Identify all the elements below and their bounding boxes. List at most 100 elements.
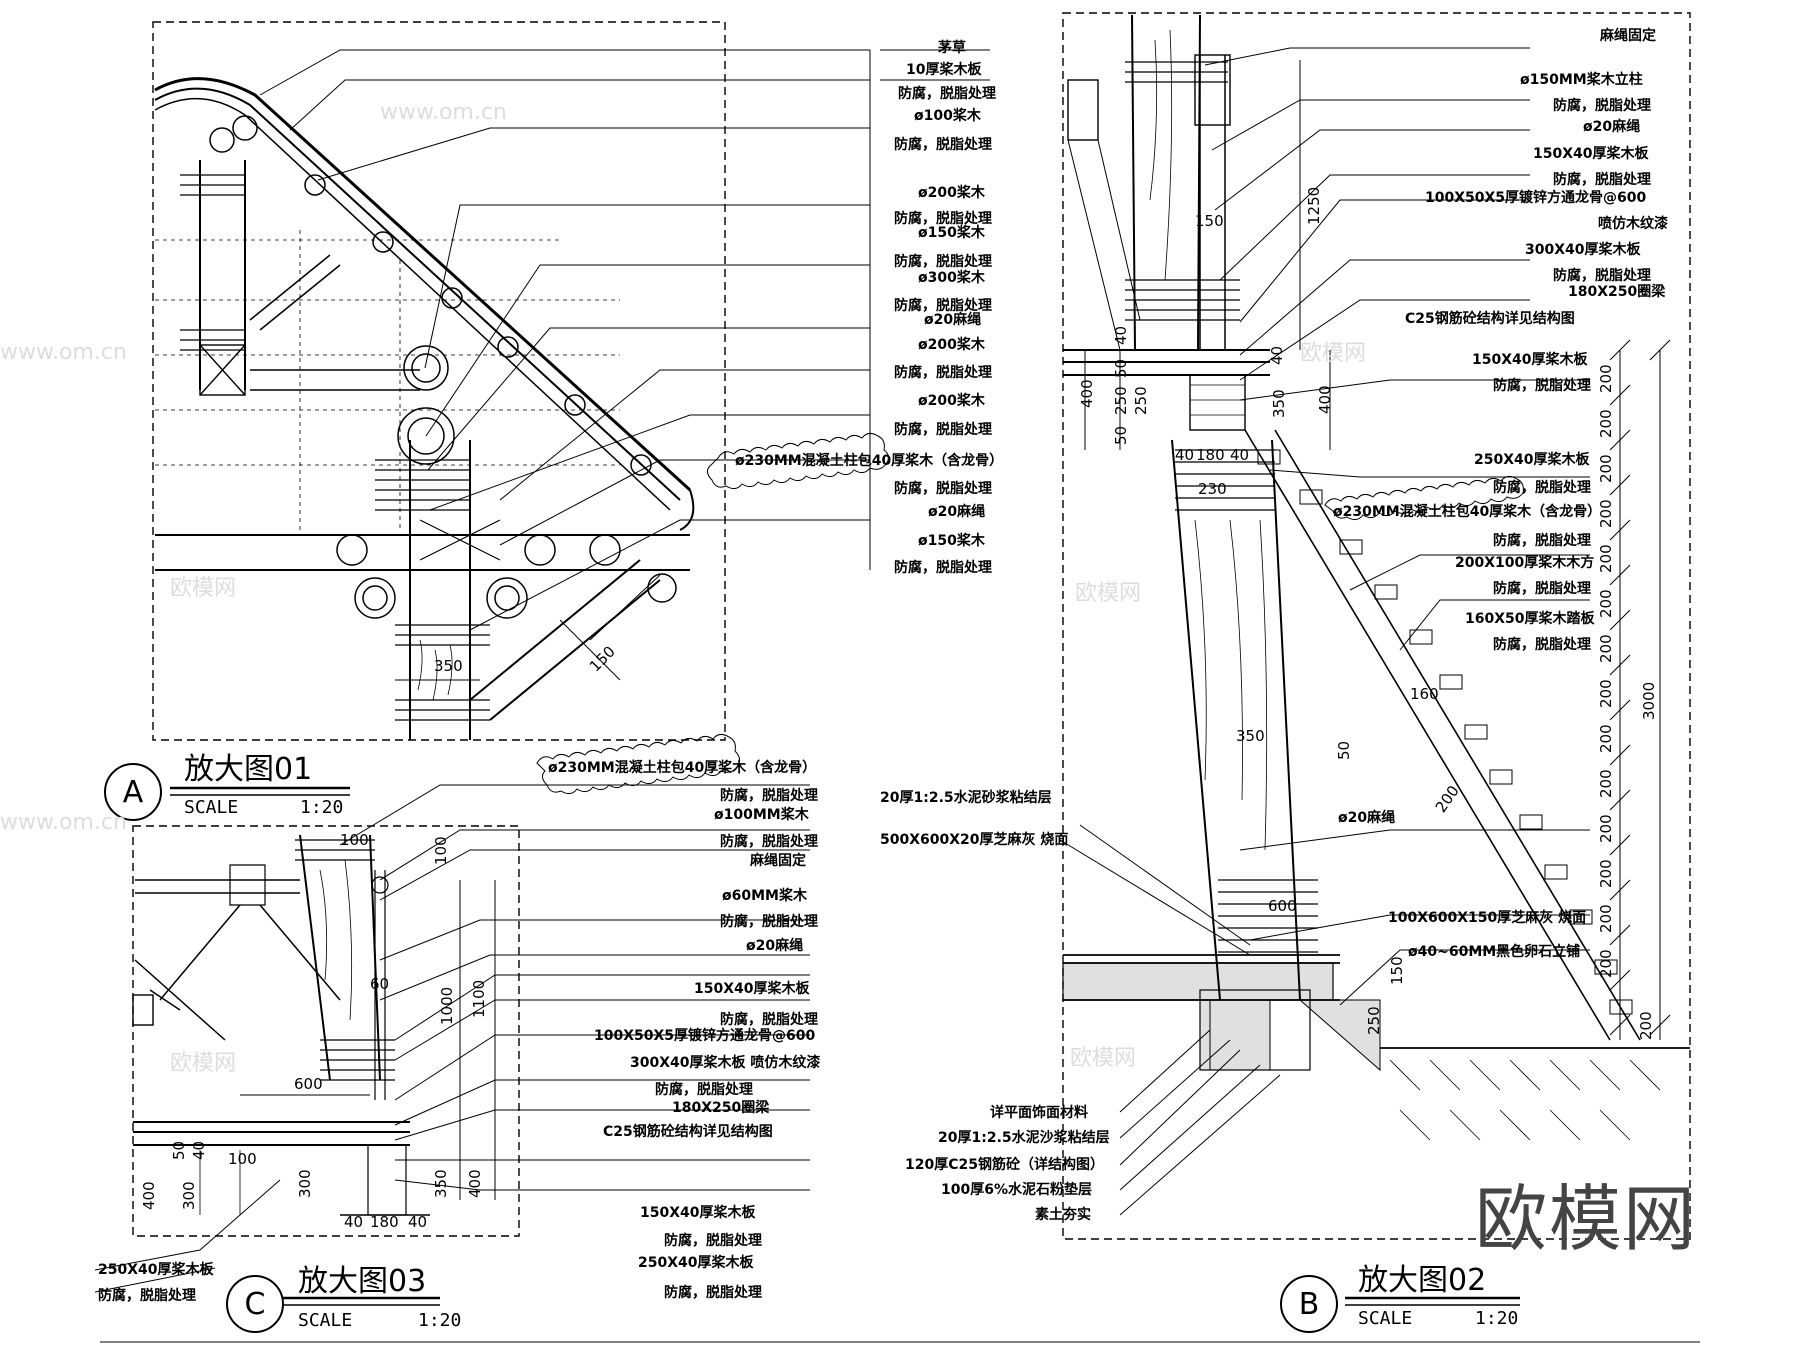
label-a-14: ø200桨木 xyxy=(918,393,985,409)
dim-c-100b: 100 xyxy=(432,836,450,865)
label-b-1: ø150MM桨木立柱 xyxy=(1520,72,1643,88)
label-b-bottom-2: 120厚C25钢筋砼（详结构图） xyxy=(905,1157,1104,1173)
detail-c-scale-label: SCALE xyxy=(298,1310,353,1331)
dim-c-300a: 300 xyxy=(180,1181,198,1210)
label-a-10: 防腐，脱脂处理 xyxy=(894,298,992,314)
dim-b-200-1: 200 xyxy=(1597,364,1615,393)
label-a-8: 防腐，脱脂处理 xyxy=(894,254,992,270)
label-b-13: 防腐，脱脂处理 xyxy=(1493,378,1591,394)
dim-b-200-12: 200 xyxy=(1597,859,1615,888)
detail-b-title: 放大图02 xyxy=(1358,1263,1487,1298)
label-c-16: 防腐，脱脂处理 xyxy=(664,1233,762,1249)
label-c-13: 180X250圈梁 xyxy=(672,1100,770,1116)
label-b-16: ø230MM混凝土柱包40厚桨木（含龙骨） xyxy=(1333,504,1602,520)
dim-b-50b: 50 xyxy=(1112,425,1130,445)
label-a-15: 防腐，脱脂处理 xyxy=(894,422,992,438)
label-a-18: ø20麻绳 xyxy=(928,504,986,520)
detail-b-drawing xyxy=(1059,14,1690,1216)
watermark-small-2: www.om.cn xyxy=(0,340,127,365)
label-b-mid-1: 100X600X150厚芝麻灰 烧面 xyxy=(1388,910,1587,926)
label-b-bottom-3: 100厚6%水泥石粉垫层 xyxy=(941,1182,1092,1198)
detail-a-scale-value: 1:20 xyxy=(300,797,344,818)
watermark-large: 欧模网 xyxy=(1475,1177,1698,1261)
dim-c-600: 600 xyxy=(294,1075,323,1093)
label-b-bottom-0: 详平面饰面材料 xyxy=(990,1105,1088,1121)
dim-b-200-15: 200 xyxy=(1637,1011,1655,1040)
dim-b-50c: 50 xyxy=(1335,740,1353,760)
label-b-8: 300X40厚桨木板 xyxy=(1525,242,1641,258)
watermark-4: 欧模网 xyxy=(170,1051,237,1076)
label-b-18: 200X100厚桨木木方 xyxy=(1455,555,1595,571)
detail-a-title: 放大图01 xyxy=(184,752,313,787)
watermark-small-3: www.om.cn xyxy=(0,810,127,835)
dim-b-250c: 250 xyxy=(1365,1006,1383,1035)
label-b-mid-0: ø20麻绳 xyxy=(1338,810,1396,826)
detail-b-frame xyxy=(1062,12,1691,1240)
label-a-17: 防腐，脱脂处理 xyxy=(894,481,992,497)
watermark-1: 欧模网 xyxy=(170,576,237,601)
label-b-7: 喷仿木纹漆 xyxy=(1598,216,1668,232)
label-b-0: 麻绳固定 xyxy=(1600,28,1656,44)
label-a-6: 防腐，脱脂处理 xyxy=(894,211,992,227)
dim-b-160: 160 xyxy=(1410,685,1439,703)
label-c-left-0: 250X40厚桨木板 xyxy=(98,1262,214,1278)
label-c-14: C25钢筋砼结构详见结构图 xyxy=(603,1124,773,1140)
detail-a-marker: A xyxy=(104,763,162,821)
label-b-2: 防腐，脱脂处理 xyxy=(1553,98,1651,114)
label-a-20: 防腐，脱脂处理 xyxy=(894,560,992,576)
detail-c-drawing xyxy=(94,733,810,1293)
watermark-small-1: www.om.cn xyxy=(380,100,507,125)
detail-c-frame xyxy=(132,825,520,1237)
label-b-11: C25钢筋砼结构详见结构图 xyxy=(1405,311,1575,327)
label-b-left-1: 500X600X20厚芝麻灰 烧面 xyxy=(880,832,1069,848)
label-b-14: 250X40厚桨木板 xyxy=(1474,452,1590,468)
label-a-5: ø200桨木 xyxy=(918,185,985,201)
dim-b-40a: 40 xyxy=(1112,325,1130,345)
label-c-18: 防腐，脱脂处理 xyxy=(664,1285,762,1301)
dim-b-200-3: 200 xyxy=(1597,454,1615,483)
detail-b-scale-label: SCALE xyxy=(1358,1308,1413,1329)
detail-b-marker: B xyxy=(1280,1275,1338,1333)
label-a-11: ø20麻绳 xyxy=(924,312,982,328)
label-c-2: ø100MM桨木 xyxy=(714,807,809,823)
label-c-left-1: 防腐，脱脂处理 xyxy=(98,1288,196,1304)
label-b-bottom-4: 素土夯实 xyxy=(1035,1207,1091,1223)
label-b-mid-2: ø40~60MM黑色卵石立铺 xyxy=(1408,944,1581,960)
label-c-9: 防腐，脱脂处理 xyxy=(720,1012,818,1028)
label-a-7: ø150桨木 xyxy=(918,225,985,241)
dim-b-150: 150 xyxy=(1195,212,1224,230)
label-c-5: ø60MM桨木 xyxy=(722,888,807,904)
dim-c-40a: 40 xyxy=(190,1140,208,1160)
label-c-15: 150X40厚桨木板 xyxy=(640,1205,756,1221)
label-b-9: 防腐，脱脂处理 xyxy=(1553,268,1651,284)
label-b-bottom-1: 20厚1:2.5水泥沙浆粘结层 xyxy=(938,1130,1110,1146)
dim-b-3000: 3000 xyxy=(1640,681,1658,720)
dim-b-400a: 400 xyxy=(1078,379,1096,408)
label-c-6: 防腐，脱脂处理 xyxy=(720,914,818,930)
dim-c-100a: 100 xyxy=(340,831,369,849)
dim-c-100c: 100 xyxy=(228,1150,257,1168)
label-a-0: 茅草 xyxy=(938,40,966,56)
watermark-3: 欧模网 xyxy=(1300,341,1367,366)
label-b-21: 防腐，脱脂处理 xyxy=(1493,637,1591,653)
dim-b-200-11: 200 xyxy=(1597,814,1615,843)
label-c-4: 麻绳固定 xyxy=(750,853,806,869)
dim-b-200-2: 200 xyxy=(1597,409,1615,438)
label-b-17: 防腐，脱脂处理 xyxy=(1493,533,1591,549)
detail-b-scale-value: 1:20 xyxy=(1475,1308,1519,1329)
dim-b-40b: 40 xyxy=(1268,345,1286,365)
label-c-0: ø230MM混凝土柱包40厚桨木（含龙骨） xyxy=(548,760,817,776)
label-b-19: 防腐，脱脂处理 xyxy=(1493,581,1591,597)
dim-b-200-10: 200 xyxy=(1597,769,1615,798)
dim-c-350: 350 xyxy=(432,1169,450,1198)
dim-b-600: 600 xyxy=(1268,897,1297,915)
watermark-5: 欧模网 xyxy=(1070,1046,1137,1071)
label-c-11: 300X40厚桨木板 喷仿木纹漆 xyxy=(630,1055,821,1071)
label-c-7: ø20麻绳 xyxy=(746,938,804,954)
label-c-12: 防腐，脱脂处理 xyxy=(655,1082,753,1098)
label-a-9: ø300桨木 xyxy=(918,270,985,286)
label-c-10: 100X50X5厚镀锌方通龙骨@600 xyxy=(594,1028,816,1044)
dim-c-60: 60 xyxy=(370,975,390,993)
dim-b-350b: 350 xyxy=(1236,727,1265,745)
label-b-6: 100X50X5厚镀锌方通龙骨@600 xyxy=(1425,190,1647,206)
